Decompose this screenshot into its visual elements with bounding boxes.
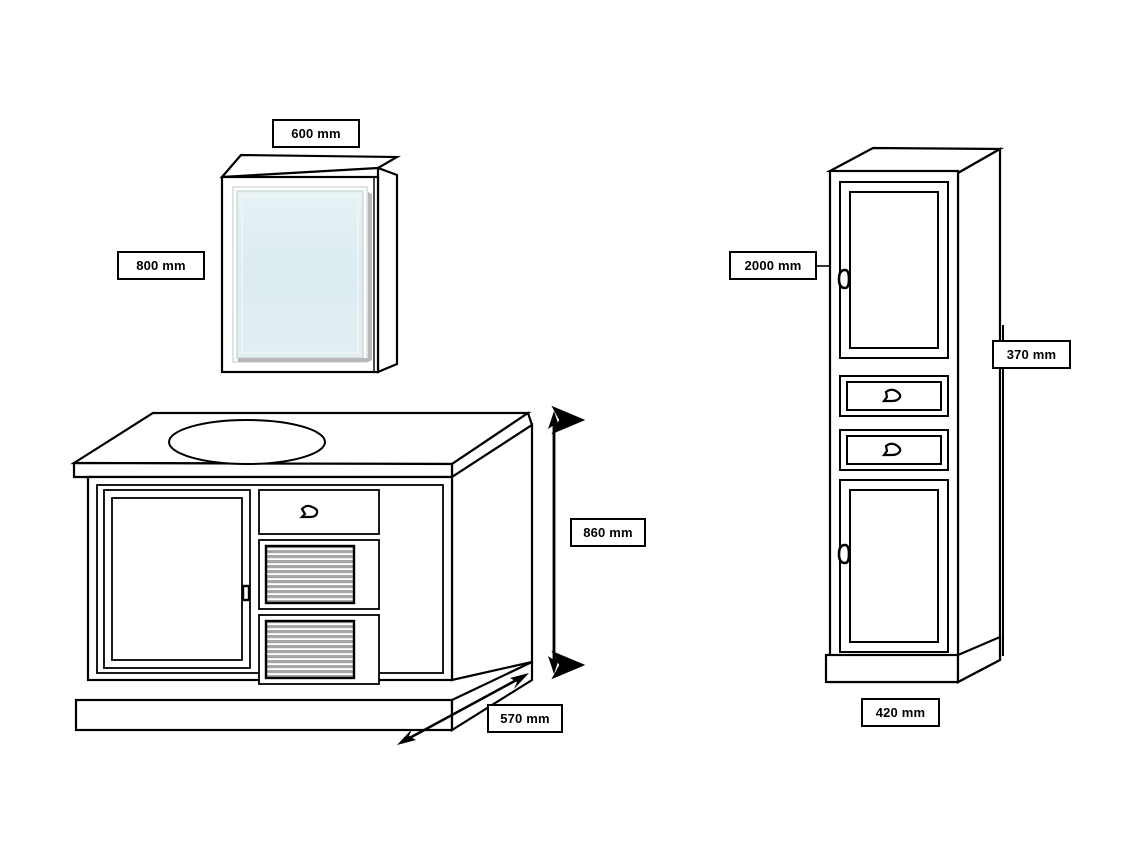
dimension-label-800mm: 800 mm	[117, 251, 205, 280]
tall-cabinet-upper-door-handle	[837, 268, 851, 290]
vanity-drawer	[258, 489, 380, 535]
tall-cabinet-plinth-side	[956, 635, 1002, 684]
mirror-glass-highlight	[241, 195, 359, 354]
dimension-label-600mm: 600 mm	[272, 119, 360, 148]
vanity-louver-panel-lower	[264, 619, 356, 680]
dimension-label-2000mm: 2000 mm	[729, 251, 817, 280]
dimension-label-860mm: 860 mm	[570, 518, 646, 547]
vanity-countertop-front-edge	[72, 461, 454, 479]
tall-cabinet-illustration	[824, 146, 1005, 684]
mirror-bottom-shadow	[238, 358, 368, 362]
basin-cutout	[168, 419, 326, 465]
mirror-cabinet-side-face	[376, 166, 399, 374]
vanity-plinth-front	[74, 698, 454, 732]
mirror-right-shadow	[368, 192, 372, 362]
tall-cabinet-drawer-lower-knob	[881, 442, 902, 457]
tall-cabinet-upper-door-panel	[849, 191, 939, 349]
vanity-left-door-panel	[111, 497, 243, 661]
tall-cabinet-lower-door-panel	[849, 489, 939, 643]
mirror-cabinet-top-face	[219, 153, 402, 179]
dimension-line-vanity-depth	[397, 673, 529, 745]
dimension-label-420mm: 420 mm	[861, 698, 940, 727]
tall-cabinet-lower-door-handle	[837, 543, 851, 565]
dimension-line-vanity-height	[548, 405, 586, 680]
dimension-label-370mm: 370 mm	[992, 340, 1071, 369]
mirror-glass	[236, 190, 364, 359]
vanity-louver-panel-upper	[264, 544, 356, 605]
dimension-label-570mm: 570 mm	[487, 704, 563, 733]
tall-cabinet-side-face	[956, 147, 1002, 684]
tall-cabinet-drawer-upper-knob	[881, 388, 902, 403]
vanity-left-door-handle	[241, 584, 251, 602]
tall-cabinet-plinth-front	[824, 653, 960, 684]
mirror-cabinet-illustration	[219, 153, 402, 374]
vanity-drawer-knob	[299, 504, 319, 519]
vanity-unit-illustration	[70, 411, 534, 732]
